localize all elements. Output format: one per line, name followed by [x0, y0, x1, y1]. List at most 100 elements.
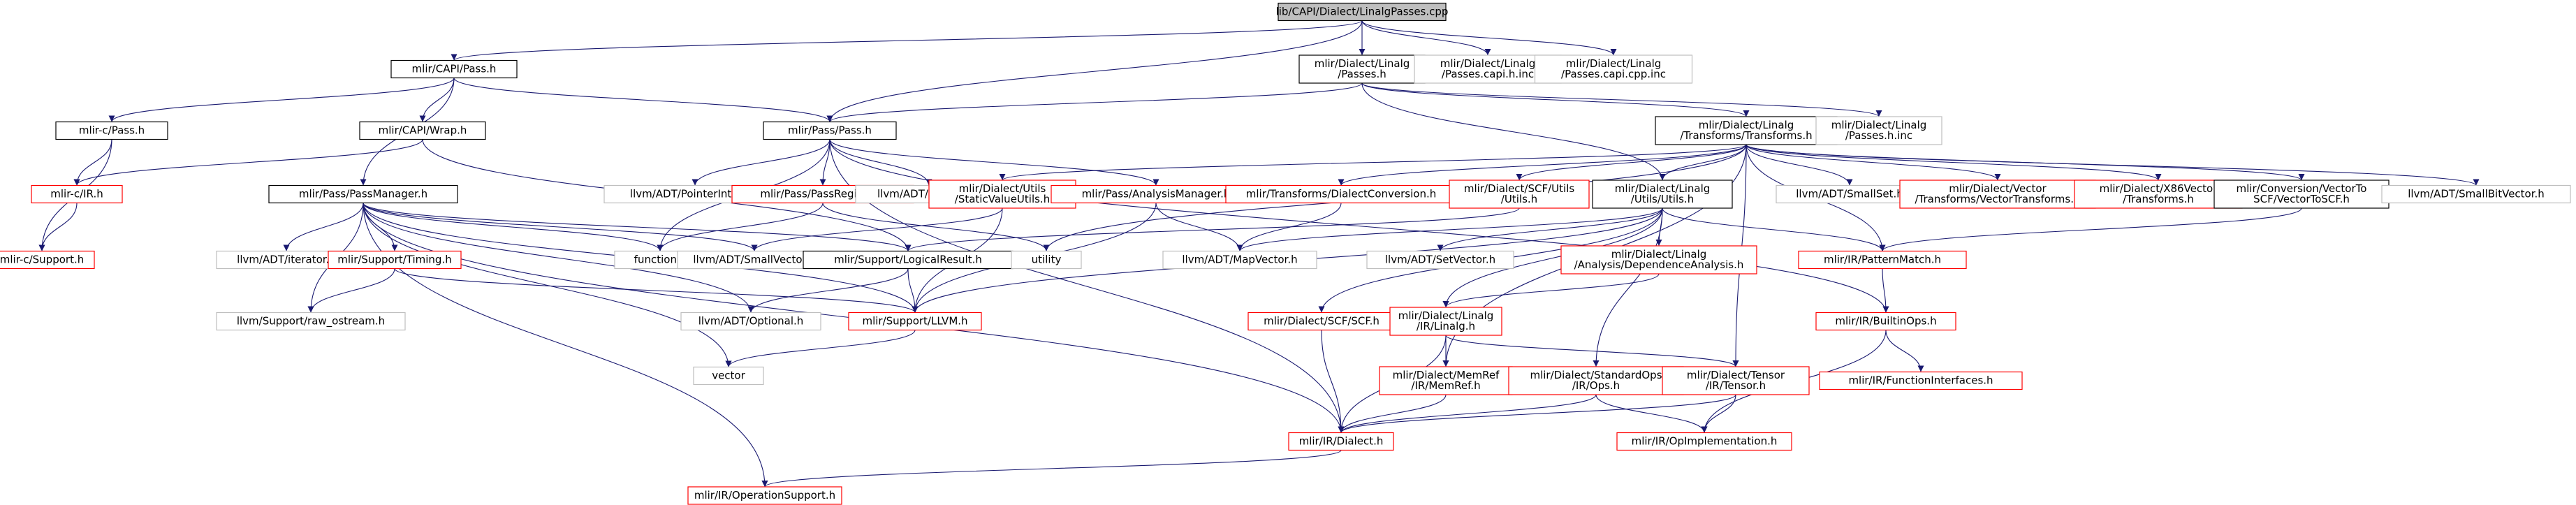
- node-box: [1288, 432, 1394, 451]
- node-label: mlir/Support/LogicalResult.h: [834, 254, 982, 266]
- node-tensor[interactable]: mlir/Dialect/Tensor/IR/Tensor.h: [1662, 366, 1810, 395]
- node-capiwrap[interactable]: mlir/CAPI/Wrap.h: [359, 121, 486, 140]
- node-vector[interactable]: vector: [693, 366, 764, 386]
- edge-logicalresult-to-supportllvm: [907, 268, 919, 313]
- node-box: [1899, 180, 2096, 209]
- node-mlircir[interactable]: mlir-c/IR.h: [31, 184, 123, 204]
- edge-linalgutils-to-patternmatch: [1662, 207, 1886, 251]
- edge-vectortoscf-to-patternmatch: [1879, 207, 2302, 251]
- node-label: mlir/Dialect/SCF/SCF.h: [1264, 315, 1380, 328]
- node-builtinops[interactable]: mlir/IR/BuiltinOps.h: [1815, 312, 1956, 331]
- node-root[interactable]: lib/CAPI/Dialect/LinalgPasses.cpp: [1276, 2, 1449, 22]
- node-smallset[interactable]: llvm/ADT/SmallSet.h: [1776, 184, 1924, 204]
- node-scfh[interactable]: mlir/Dialect/SCF/SCF.h: [1247, 312, 1396, 331]
- node-logicalresult[interactable]: mlir/Support/LogicalResult.h: [803, 250, 1013, 270]
- node-box: [848, 312, 982, 331]
- edge-capiwrap-to-mlircir: [73, 139, 423, 186]
- edge-passpass-to-pointerintpair: [691, 139, 830, 186]
- node-mlircsupport[interactable]: mlir-c/Support.h: [0, 250, 95, 270]
- edge-scfh-to-dialect: [1321, 330, 1345, 433]
- node-capicppinc[interactable]: mlir/Dialect/Linalg/Passes.capi.cpp.inc: [1534, 54, 1693, 84]
- edge-passpass-to-dialect: [829, 139, 1345, 433]
- node-patternmatch[interactable]: mlir/IR/PatternMatch.h: [1798, 250, 1967, 270]
- node-label: mlir/Dialect/Linalg: [1315, 57, 1410, 70]
- node-linalgutils[interactable]: mlir/Dialect/Linalg/Utils/Utils.h: [1592, 180, 1733, 209]
- node-dialect[interactable]: mlir/IR/Dialect.h: [1288, 432, 1394, 451]
- node-label: mlir/Dialect/SCF/Utils: [1464, 182, 1575, 195]
- edge-passmanager-to-iterator: [283, 203, 364, 251]
- node-box: [1815, 116, 1942, 145]
- edge-supportllvm-to-vector: [725, 330, 916, 367]
- edge-standardops-to-opimpl: [1595, 394, 1708, 433]
- node-passesinc[interactable]: mlir/Dialect/Linalg/Passes.h.inc: [1815, 116, 1942, 145]
- edge-passmanager-to-optional: [363, 203, 754, 313]
- edge-standardops-to-dialect: [1338, 394, 1597, 433]
- node-smallbitvector[interactable]: llvm/ADT/SmallBitVector.h: [2381, 184, 2571, 204]
- node-linalgh[interactable]: mlir/Dialect/Linalg/IR/Linalg.h: [1389, 307, 1502, 336]
- node-transforms[interactable]: mlir/Dialect/Linalg/Transforms/Transform…: [1655, 116, 1838, 145]
- edge-mlircir-to-mlircsupport: [38, 203, 78, 251]
- node-scfutils[interactable]: mlir/Dialect/SCF/Utils/Utils.h: [1449, 180, 1590, 209]
- node-standardops[interactable]: mlir/Dialect/StandardOps/IR/Ops.h: [1508, 366, 1684, 395]
- edge-capipass-to-capiwrap: [419, 78, 455, 122]
- node-mapvector[interactable]: llvm/ADT/MapVector.h: [1162, 250, 1317, 270]
- node-vectortoscf[interactable]: mlir/Conversion/VectorToSCF/VectorToSCF.…: [2213, 180, 2390, 209]
- node-label: mlir-c/Pass.h: [79, 124, 145, 137]
- node-label: mlir-c/IR.h: [50, 188, 103, 200]
- node-label: /StaticValueUtils.h: [955, 193, 1050, 205]
- node-passpass[interactable]: mlir/Pass/Pass.h: [763, 121, 897, 140]
- node-mlircpass[interactable]: mlir-c/Pass.h: [55, 121, 168, 140]
- node-setvector[interactable]: llvm/ADT/SetVector.h: [1366, 250, 1514, 270]
- node-label: mlir/CAPI/Wrap.h: [379, 124, 467, 137]
- node-box: [687, 486, 842, 505]
- node-label: /IR/Linalg.h: [1417, 320, 1475, 332]
- node-box: [763, 121, 897, 140]
- node-label: mlir/IR/PatternMatch.h: [1824, 254, 1941, 266]
- node-opsupport[interactable]: mlir/IR/OperationSupport.h: [687, 486, 842, 505]
- node-opimpl[interactable]: mlir/IR/OpImplementation.h: [1616, 432, 1792, 451]
- edge-passmanager-to-smallvector: [363, 203, 758, 251]
- node-capipass[interactable]: mlir/CAPI/Pass.h: [390, 59, 518, 79]
- node-label: mlir/Dialect/MemRef: [1393, 369, 1500, 381]
- node-label: mlir/IR/OperationSupport.h: [694, 489, 835, 502]
- edge-linalgh-to-tensor: [1445, 335, 1739, 367]
- node-label: /Passes.capi.cpp.inc: [1561, 68, 1666, 80]
- edge-transforms-to-smallbitvector: [1746, 144, 2480, 186]
- node-staticvalue[interactable]: mlir/Dialect/Utils/StaticValueUtils.h: [928, 180, 1076, 209]
- edge-linalgutils-to-standardops: [1593, 207, 1663, 367]
- node-funcinterfaces[interactable]: mlir/IR/FunctionInterfaces.h: [1819, 371, 2023, 390]
- node-depanalysis[interactable]: mlir/Dialect/Linalg/Analysis/DependenceA…: [1560, 245, 1757, 275]
- node-vectortransforms[interactable]: mlir/Dialect/Vector/Transforms/VectorTra…: [1899, 180, 2096, 209]
- node-box: [1449, 180, 1590, 209]
- node-label: mlir/Support/LLVM.h: [862, 315, 967, 328]
- edge-root-to-capiinc: [1361, 20, 1491, 56]
- node-supportllvm[interactable]: mlir/Support/LLVM.h: [848, 312, 982, 331]
- node-box: [1798, 250, 1967, 270]
- node-label: SCF/VectorToSCF.h: [2253, 193, 2350, 205]
- edge-scfutils-to-logicalresult: [905, 207, 1520, 251]
- node-box: [1534, 54, 1693, 84]
- edge-passmanager-to-opsupport: [363, 203, 768, 488]
- node-dialectconv[interactable]: mlir/Transforms/DialectConversion.h: [1225, 184, 1457, 204]
- node-box: [1560, 245, 1757, 275]
- edge-linalgpasses-to-passesinc: [1361, 82, 1882, 117]
- node-rawostream[interactable]: llvm/Support/raw_ostream.h: [216, 312, 406, 331]
- edge-linalgutils-to-setvector: [1437, 207, 1663, 251]
- edge-memref-to-dialect: [1338, 394, 1447, 433]
- node-memref[interactable]: mlir/Dialect/MemRef/IR/MemRef.h: [1379, 366, 1513, 395]
- edge-passpass-to-builtinops: [829, 139, 1889, 313]
- edge-transforms-to-dialectconv: [1338, 144, 1747, 186]
- edge-analysismgr-to-mapvector: [1155, 203, 1243, 251]
- node-timing[interactable]: mlir/Support/Timing.h: [328, 250, 462, 270]
- node-box: [2381, 184, 2571, 204]
- node-optional[interactable]: llvm/ADT/Optional.h: [680, 312, 821, 331]
- node-box: [1815, 312, 1956, 331]
- node-utility[interactable]: utility: [1011, 250, 1082, 270]
- node-passmanager[interactable]: mlir/Pass/PassManager.h: [268, 184, 458, 204]
- edge-transforms-to-linalgutils: [1659, 144, 1747, 181]
- node-label: mlir/Dialect/X86Vector: [2100, 182, 2218, 195]
- node-label: mlir/IR/Dialect.h: [1299, 435, 1384, 448]
- node-label: mlir/Dialect/Linalg: [1611, 248, 1707, 261]
- node-linalgpasses[interactable]: mlir/Dialect/Linalg/Passes.h: [1298, 54, 1426, 84]
